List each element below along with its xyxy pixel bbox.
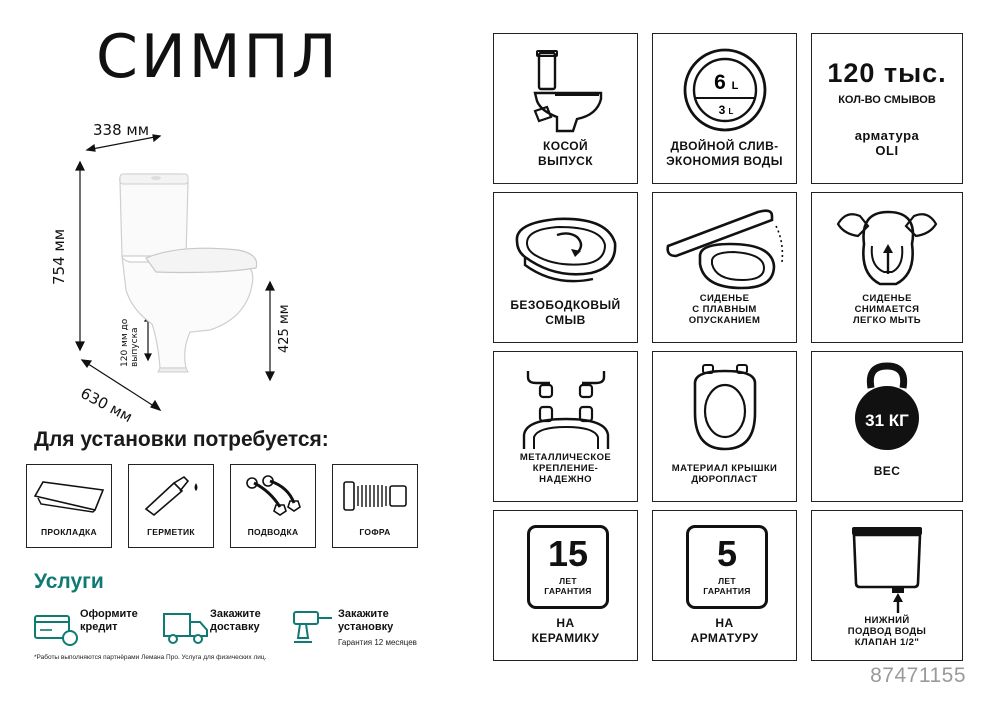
install-heading: Для установки потребуется: [34,428,329,451]
weight-label: ВЕС [873,464,901,478]
kettlebell-icon: 31 КГ [855,362,919,450]
cistern-bottom-supply-icon [852,527,922,613]
rimless-bowl-icon [515,217,616,283]
delivery-truck-icon [163,613,208,644]
feature-soft-close: СИДЕНЬЕ С ПЛАВНЫМ ОПУСКАНИЕМ [652,192,797,343]
fittings-warranty-badge: 5 ЛЕТ ГАРАНТИЯ [686,525,768,609]
feature-flush-count: 120 тыс. КОЛ-ВО СМЫВОВ арматура OLI [811,33,963,184]
flush-count-label: КОЛ-ВО СМЫВОВ [838,94,936,106]
sku-number: 87471155 [870,664,966,687]
product-image [60,110,360,420]
svg-text:L: L [731,80,738,92]
dual-flush-button-icon: 6 L 3 L [683,48,766,132]
soft-close-seat-icon [665,209,783,290]
weight-value: 31 КГ [865,411,909,430]
services-footnote: *Работы выполняются партнёрами Лемана Пр… [34,654,267,661]
feature-weight: 31 КГ ВЕС [811,351,963,502]
install-item-corrugated: ГОФРА [332,464,418,548]
service-delivery[interactable]: Закажите доставку [162,608,261,648]
duroplast-lid-icon [693,364,756,451]
half-flush-label: 3 [718,103,725,117]
oblique-outlet-icon [532,50,602,133]
outlet-height-dimension: 120 мм до выпуска [120,318,140,367]
credit-card-icon [34,615,78,646]
feature-bottom-supply: НИЖНИЙ ПОДВОД ВОДЫ КЛАПАН 1/2" [811,510,963,661]
seat-height-dimension: 425 мм [277,304,292,353]
install-items: ПРОКЛАДКА ГЕРМЕТИК ПОДВОДКА [26,464,418,548]
install-item-gasket: ПРОКЛАДКА [26,464,112,548]
feature-removable-seat: СИДЕНЬЕ СНИМАЕТСЯ ЛЕГКО МЫТЬ [811,192,963,343]
services-heading: Услуги [34,570,104,593]
height-dimension: 754 мм [50,228,68,285]
feature-fittings-warranty: 5 ЛЕТ ГАРАНТИЯ НА АРМАТУРУ [652,510,797,661]
removable-seat-icon [836,210,938,286]
flush-count-value: 120 тыс. [827,58,947,88]
svg-text:L: L [728,107,733,116]
service-credit[interactable]: Оформите кредит [32,608,138,648]
product-title: СИМПЛ [96,22,340,92]
width-dimension: 338 мм [93,121,150,139]
feature-metal-fixing: МЕТАЛЛИЧЕСКОЕ КРЕПЛЕНИЕ- НАДЕЖНО [493,351,638,502]
gasket-icon [33,481,105,513]
feature-dual-flush: 6 L 3 L ДВОЙНОЙ СЛИВ- ЭКОНОМИЯ ВОДЫ [652,33,797,184]
install-item-hose: ПОДВОДКА [230,464,316,548]
ceramic-warranty-badge: 15 ЛЕТ ГАРАНТИЯ [527,525,609,609]
drill-icon [293,611,332,643]
sealant-tube-icon [144,475,198,517]
feature-lid-material: МАТЕРИАЛ КРЫШКИ ДЮРОПЛАСТ [652,351,797,502]
feature-rimless: БЕЗОБОДКОВЫЙ СМЫВ [493,192,638,343]
install-item-sealant: ГЕРМЕТИК [128,464,214,548]
feature-ceramic-warranty: 15 ЛЕТ ГАРАНТИЯ НА КЕРАМИКУ [493,510,638,661]
features-grid: КОСОЙ ВЫПУСК 6 L 3 L ДВОЙНОЙ СЛИВ- ЭКОНО… [493,33,963,661]
full-flush-label: 6 [714,71,726,94]
toilet-illustration [75,134,275,412]
service-installation[interactable]: Закажите установку Гарантия 12 месяцев [290,608,417,649]
flex-hose-icon [246,475,301,516]
corrugated-pipe-icon [343,481,407,511]
feature-oblique-outlet: КОСОЙ ВЫПУСК [493,33,638,184]
metal-hinge-icon [522,371,609,449]
